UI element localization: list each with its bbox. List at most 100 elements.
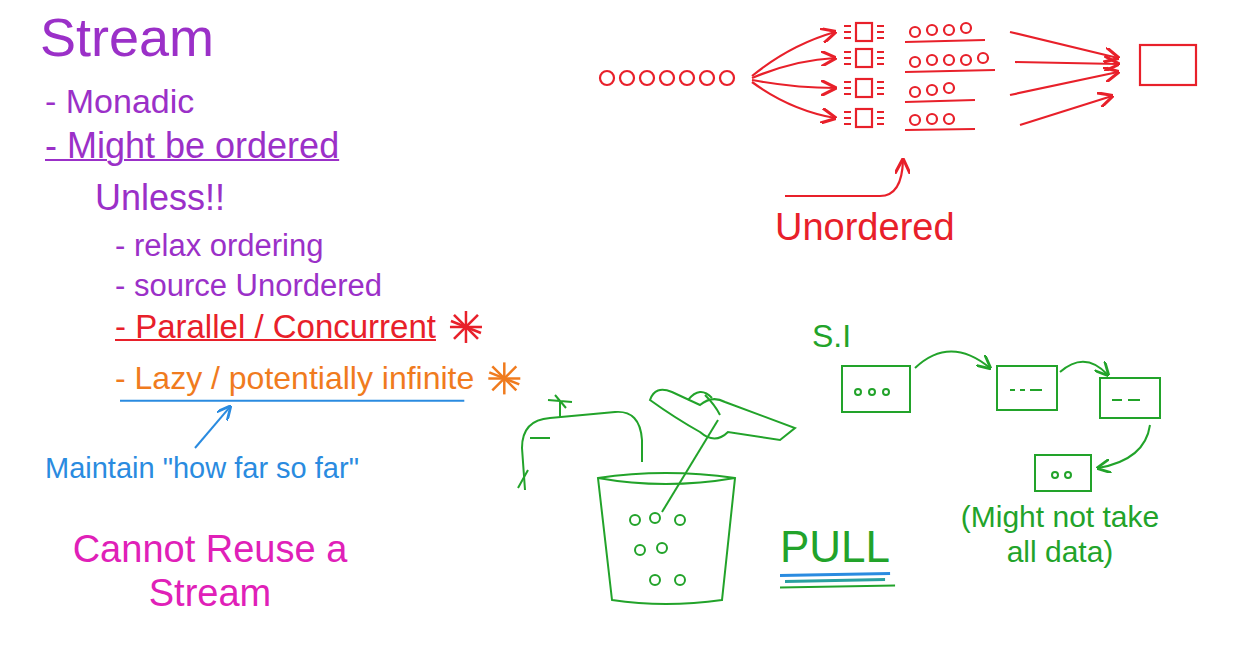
worker-symbols [844, 52, 884, 64]
worker-outputs [927, 114, 937, 124]
worker-symbols [856, 49, 872, 67]
merge-arrows [1015, 62, 1118, 64]
star-mark [488, 362, 520, 394]
spliterator-illustration [1065, 472, 1071, 478]
worker-symbols [856, 23, 872, 41]
fan-out-arrows [752, 58, 835, 78]
worker-symbols [844, 82, 884, 94]
parallel-illustration [600, 23, 1196, 196]
star-mark [451, 321, 481, 333]
bullet-note: - source Unordered [115, 268, 382, 304]
worker-outputs [905, 40, 985, 42]
worker-outputs [905, 23, 995, 130]
spliterator-illustration [1035, 455, 1091, 491]
input-elements [600, 71, 614, 85]
pull-underline [780, 586, 895, 588]
bucket-illustration [518, 438, 550, 488]
star-mark [489, 372, 519, 384]
bullet-note: - Might be ordered [45, 125, 339, 166]
worker-outputs [905, 129, 975, 130]
merge-arrows [1020, 96, 1112, 125]
straw [662, 420, 718, 512]
unordered-label: Unordered [775, 206, 955, 250]
bucket [598, 473, 735, 604]
bucket-illustration [688, 392, 720, 415]
worker-outputs [978, 53, 988, 63]
bullet-note: - Monadic [45, 82, 194, 121]
spliterator-illustration [1112, 399, 1140, 401]
bucket-illustration [548, 395, 572, 418]
worker-outputs [944, 114, 954, 124]
input-elements [600, 71, 734, 85]
drinker [650, 390, 795, 440]
worker-outputs [944, 25, 954, 35]
spliterator-illustration [883, 389, 889, 395]
faucet [522, 412, 642, 490]
worker-outputs [910, 57, 920, 67]
spliterator-illustration [869, 389, 875, 395]
spliterator-label: S.I [812, 318, 851, 355]
unordered-pointer [785, 160, 903, 196]
spliterator-illustration [1060, 362, 1108, 375]
pull-underline [780, 574, 890, 576]
input-elements [620, 71, 634, 85]
input-elements [720, 71, 734, 85]
worker-outputs [910, 27, 920, 37]
bucket-illustration [635, 545, 645, 555]
bucket-illustration [518, 390, 795, 604]
spliterator-illustration [1098, 425, 1150, 468]
bucket-illustration [650, 513, 660, 523]
spliterator-illustration [915, 352, 990, 369]
emphasis-underline [120, 400, 464, 402]
pull-note: (Might not take all data) [960, 500, 1160, 569]
warning-note: Cannot Reuse a Stream [45, 528, 375, 615]
merge-arrows [1010, 32, 1118, 125]
merge-arrows [1010, 32, 1118, 58]
note-arrow [195, 407, 230, 448]
worker-outputs [905, 100, 975, 102]
pull-label: PULL [780, 522, 890, 573]
condition-note: Unless!! [95, 177, 225, 218]
side-note: Maintain "how far so far" [45, 452, 359, 485]
bullet-note: - Parallel / Concurrent [115, 308, 436, 346]
bucket-illustration [650, 575, 660, 585]
merge-arrows [1010, 72, 1118, 95]
bucket-illustration [657, 543, 667, 553]
bucket-illustration [675, 575, 685, 585]
input-elements [640, 71, 654, 85]
spliterator-illustration [1052, 472, 1058, 478]
worker-symbols [844, 112, 884, 124]
result-box [1140, 45, 1196, 85]
title: Stream [40, 6, 214, 68]
worker-outputs [961, 55, 971, 65]
worker-symbols [844, 26, 884, 38]
bucket-illustration [598, 478, 735, 484]
fan-out-arrows [752, 82, 835, 118]
spliterator-illustration [1010, 389, 1042, 391]
input-elements [700, 71, 714, 85]
fan-out-arrows [752, 80, 835, 88]
bullet-note: - Lazy / potentially infinite [115, 360, 474, 397]
fan-out-arrows [752, 32, 835, 118]
worker-outputs [927, 55, 937, 65]
worker-symbols [856, 109, 872, 127]
spliterator-illustration [855, 389, 861, 395]
spliterator-illustration [1100, 378, 1160, 418]
worker-outputs [910, 115, 920, 125]
worker-symbols [856, 79, 872, 97]
worker-outputs [961, 23, 971, 33]
star-mark [450, 311, 482, 343]
worker-outputs [910, 87, 920, 97]
bucket-illustration [630, 515, 640, 525]
worker-outputs [927, 25, 937, 35]
worker-outputs [944, 55, 954, 65]
worker-outputs [905, 70, 995, 72]
worker-outputs [927, 85, 937, 95]
fan-out-arrows [752, 32, 835, 76]
spliterator-illustration [842, 366, 910, 412]
input-elements [660, 71, 674, 85]
pull-underline [785, 580, 885, 582]
spliterator-illustration [997, 366, 1057, 410]
worker-symbols [844, 23, 884, 127]
